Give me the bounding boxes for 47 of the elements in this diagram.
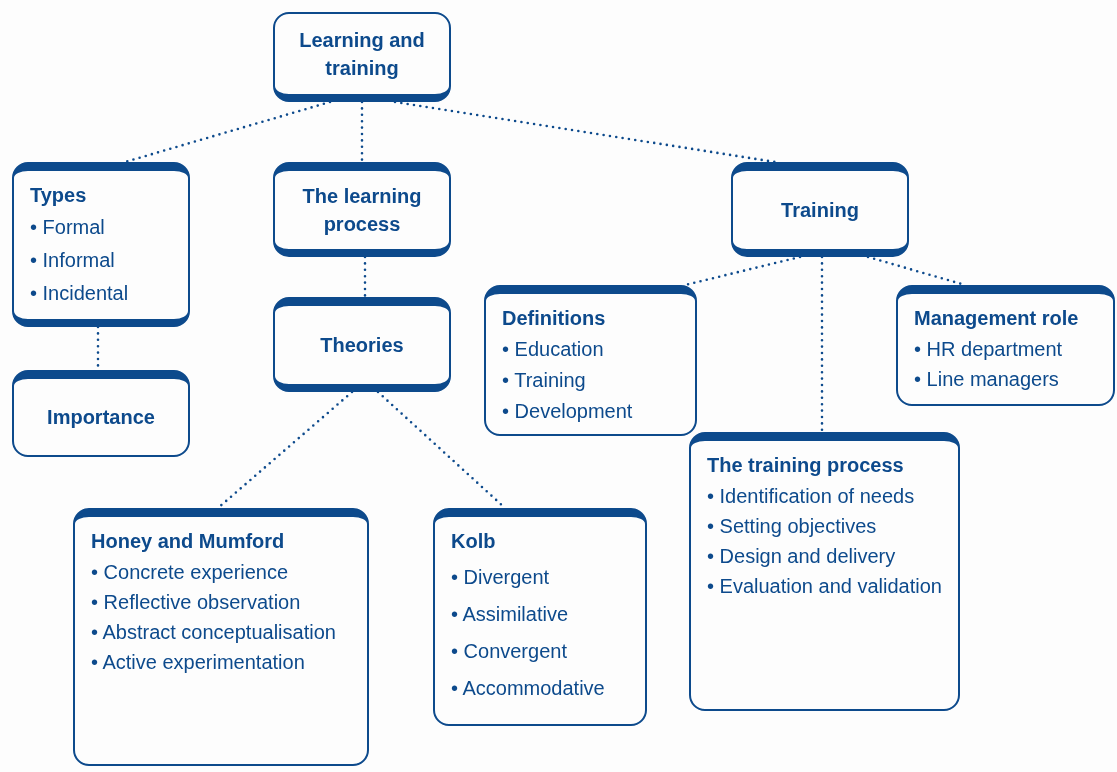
bullet-item: • Identification of needs bbox=[707, 484, 916, 509]
dotted-connector bbox=[360, 100, 364, 164]
dotted-connector bbox=[820, 255, 824, 434]
topic-box bbox=[273, 12, 451, 102]
bullet-item: • Setting objectives bbox=[707, 514, 878, 539]
bullet-item: • Training bbox=[502, 368, 587, 393]
box-heading: Importance bbox=[47, 405, 155, 430]
box-heading: The training process bbox=[707, 453, 905, 478]
dotted-connector bbox=[123, 100, 332, 164]
bullet-item: • Assimilative bbox=[451, 602, 570, 627]
bullet-item: • Informal bbox=[30, 248, 116, 273]
topic-card bbox=[433, 508, 647, 726]
bullet-item: • Divergent bbox=[451, 565, 551, 590]
bullet-item: • Convergent bbox=[451, 639, 568, 664]
box-heading: The learning process bbox=[301, 184, 423, 237]
box-heading: Management role bbox=[914, 306, 1080, 331]
dotted-connector bbox=[393, 100, 777, 164]
topic-card bbox=[896, 285, 1115, 406]
box-heading: Honey and Mumford bbox=[91, 529, 286, 554]
bullet-item: • Concrete experience bbox=[91, 560, 290, 585]
bullet-item: • Incidental bbox=[30, 281, 130, 306]
topic-card bbox=[73, 508, 369, 766]
box-heading: Theories bbox=[320, 333, 404, 358]
topic-card bbox=[689, 432, 960, 711]
bullet-item: • Education bbox=[502, 337, 605, 362]
bullet-item: • Formal bbox=[30, 215, 106, 240]
topic-box bbox=[273, 297, 451, 392]
box-heading: Learning and training bbox=[298, 28, 426, 81]
dotted-connector bbox=[363, 255, 367, 299]
bullet-item: • HR department bbox=[914, 337, 1064, 362]
box-heading: Types bbox=[30, 183, 88, 208]
bullet-item: • Design and delivery bbox=[707, 544, 897, 569]
bullet-item: • Line managers bbox=[914, 367, 1060, 392]
topic-card bbox=[12, 162, 190, 327]
bullet-item: • Active experimentation bbox=[91, 650, 306, 675]
topic-box bbox=[731, 162, 909, 257]
box-heading: Kolb bbox=[451, 529, 497, 554]
bullet-item: • Reflective observation bbox=[91, 590, 302, 615]
topic-box bbox=[273, 162, 451, 257]
box-heading: Training bbox=[781, 198, 859, 223]
bullet-item: • Development bbox=[502, 399, 634, 424]
bullet-item: • Abstract conceptualisation bbox=[91, 620, 337, 645]
bullet-item: • Accommodative bbox=[451, 676, 606, 701]
box-heading: Definitions bbox=[502, 306, 607, 331]
bullet-item: • Evaluation and validation bbox=[707, 574, 942, 599]
topic-box bbox=[12, 370, 190, 457]
topic-card bbox=[484, 285, 697, 436]
